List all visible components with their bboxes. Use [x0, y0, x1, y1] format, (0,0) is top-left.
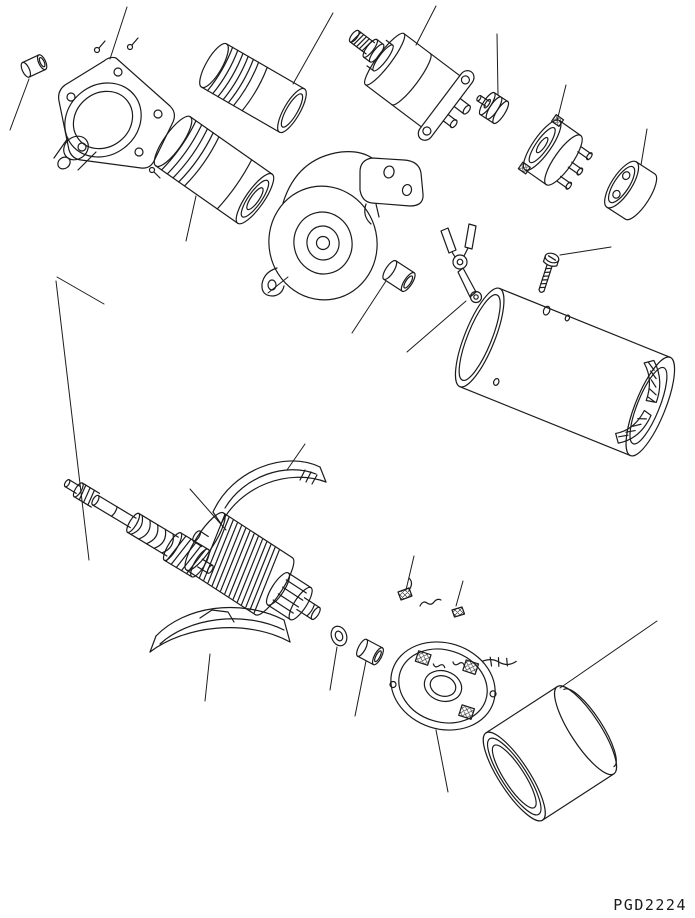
leader-lines: [9, 5, 658, 793]
end-bushing: [356, 638, 384, 666]
leader-line: [640, 128, 648, 166]
clutch-cylinder: [153, 115, 275, 225]
bracket-screw: [93, 37, 161, 179]
rear-cover: [482, 685, 618, 822]
leader-line: [354, 660, 367, 717]
grooved-washer: [476, 91, 510, 125]
leader-line: [109, 6, 128, 60]
leader-line: [435, 729, 449, 793]
leader-line: [351, 280, 387, 334]
lower-dust-cover: [149, 606, 291, 653]
leader-line: [455, 580, 464, 607]
drawing-code: PGD2224: [613, 896, 687, 914]
leader-line: [267, 276, 289, 294]
leader-line: [559, 246, 612, 256]
leader-line: [185, 195, 197, 242]
front-bracket: [53, 37, 176, 179]
leader-line: [292, 12, 334, 85]
shift-lever: [440, 223, 483, 304]
contact-plate: [517, 114, 593, 190]
leader-line: [496, 33, 499, 96]
armature: [184, 511, 321, 621]
pilot-bushing: [20, 54, 48, 78]
leader-line: [406, 300, 467, 353]
leader-line: [556, 84, 567, 122]
thrust-washer: [330, 625, 348, 647]
leader-line: [286, 443, 306, 471]
leader-line: [56, 276, 105, 305]
yoke-screw: [538, 252, 560, 293]
brush: [397, 577, 413, 601]
brush-spring: [419, 598, 466, 618]
leader-line: [9, 78, 30, 131]
lever-bushing: [382, 259, 416, 293]
leader-line: [204, 653, 211, 702]
yoke: [454, 287, 676, 457]
leader-line: [559, 620, 658, 689]
upper-dust-cover: [212, 460, 327, 525]
end-cap: [604, 160, 658, 221]
leader-line: [55, 280, 90, 561]
leader-line: [415, 5, 437, 46]
brush-holder: [389, 641, 517, 731]
leader-line: [329, 646, 338, 691]
magnetic-switch: [348, 29, 475, 141]
pinion-shaft: [63, 479, 214, 578]
leader-line: [405, 555, 415, 591]
collar-sleeve: [199, 42, 307, 134]
gear-housing: [261, 151, 424, 301]
